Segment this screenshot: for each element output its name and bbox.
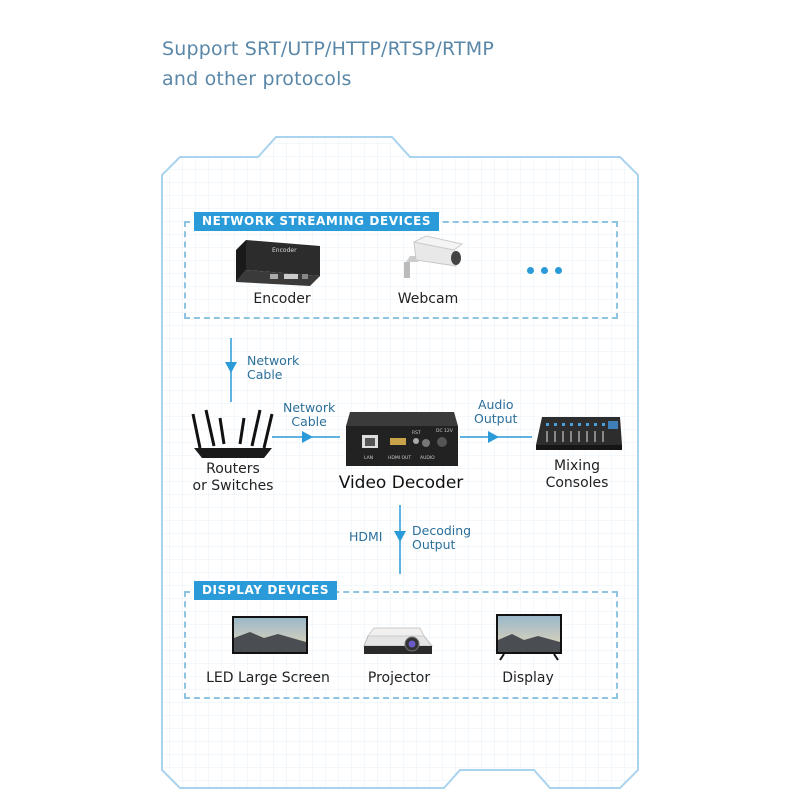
audio-output-label: Audio Output [474, 397, 518, 426]
video-decoder-image: LAN HDMI OUT RST AUDIO DC 12V [346, 412, 458, 466]
encoder-image: Encoder [236, 240, 320, 286]
display-image [496, 614, 562, 661]
network-devices-title: NETWORK STREAMING DEVICES [194, 212, 440, 231]
cable-down-arrow [225, 362, 237, 373]
router-label: Routers or Switches [192, 461, 274, 494]
led-screen-label: LED Large Screen [206, 670, 330, 686]
mixing-console-image [536, 417, 622, 450]
svg-text:Encoder: Encoder [272, 247, 297, 254]
display-devices-box [184, 591, 618, 699]
port-dc: DC 12V [436, 428, 454, 434]
encoder-label: Encoder [253, 291, 311, 307]
led-screen-image [232, 616, 308, 654]
video-decoder-label: Video Decoder [338, 473, 464, 493]
heading: Support SRT/UTP/HTTP/RTSP/RTMP and other… [162, 34, 494, 94]
more-devices-ellipsis [527, 267, 567, 275]
port-rst: RST [412, 430, 421, 436]
audio-arrow [488, 431, 499, 443]
webcam-label: Webcam [397, 291, 459, 307]
port-lan: LAN [364, 455, 373, 461]
cable-right-label: Network Cable [283, 400, 336, 429]
port-audio: AUDIO [420, 455, 435, 461]
mixing-console-label: Mixing Consoles [545, 458, 609, 491]
hdmi-label: HDMI [349, 529, 383, 544]
display-devices-title: DISPLAY DEVICES [194, 581, 338, 600]
heading-line-1: Support SRT/UTP/HTTP/RTSP/RTMP [162, 38, 495, 60]
projector-label: Projector [367, 670, 431, 686]
decoding-output-label: Decoding Output [412, 523, 472, 552]
heading-line-2: and other protocols [162, 68, 352, 90]
cable-right-arrow [302, 431, 313, 443]
router-image [191, 409, 274, 458]
webcam-image [404, 235, 464, 278]
cable-down-label: Network Cable [247, 353, 300, 382]
hdmi-arrow [394, 531, 406, 542]
display-label: Display [502, 670, 554, 686]
port-hdmi: HDMI OUT [388, 455, 411, 461]
projector-image [363, 627, 434, 654]
